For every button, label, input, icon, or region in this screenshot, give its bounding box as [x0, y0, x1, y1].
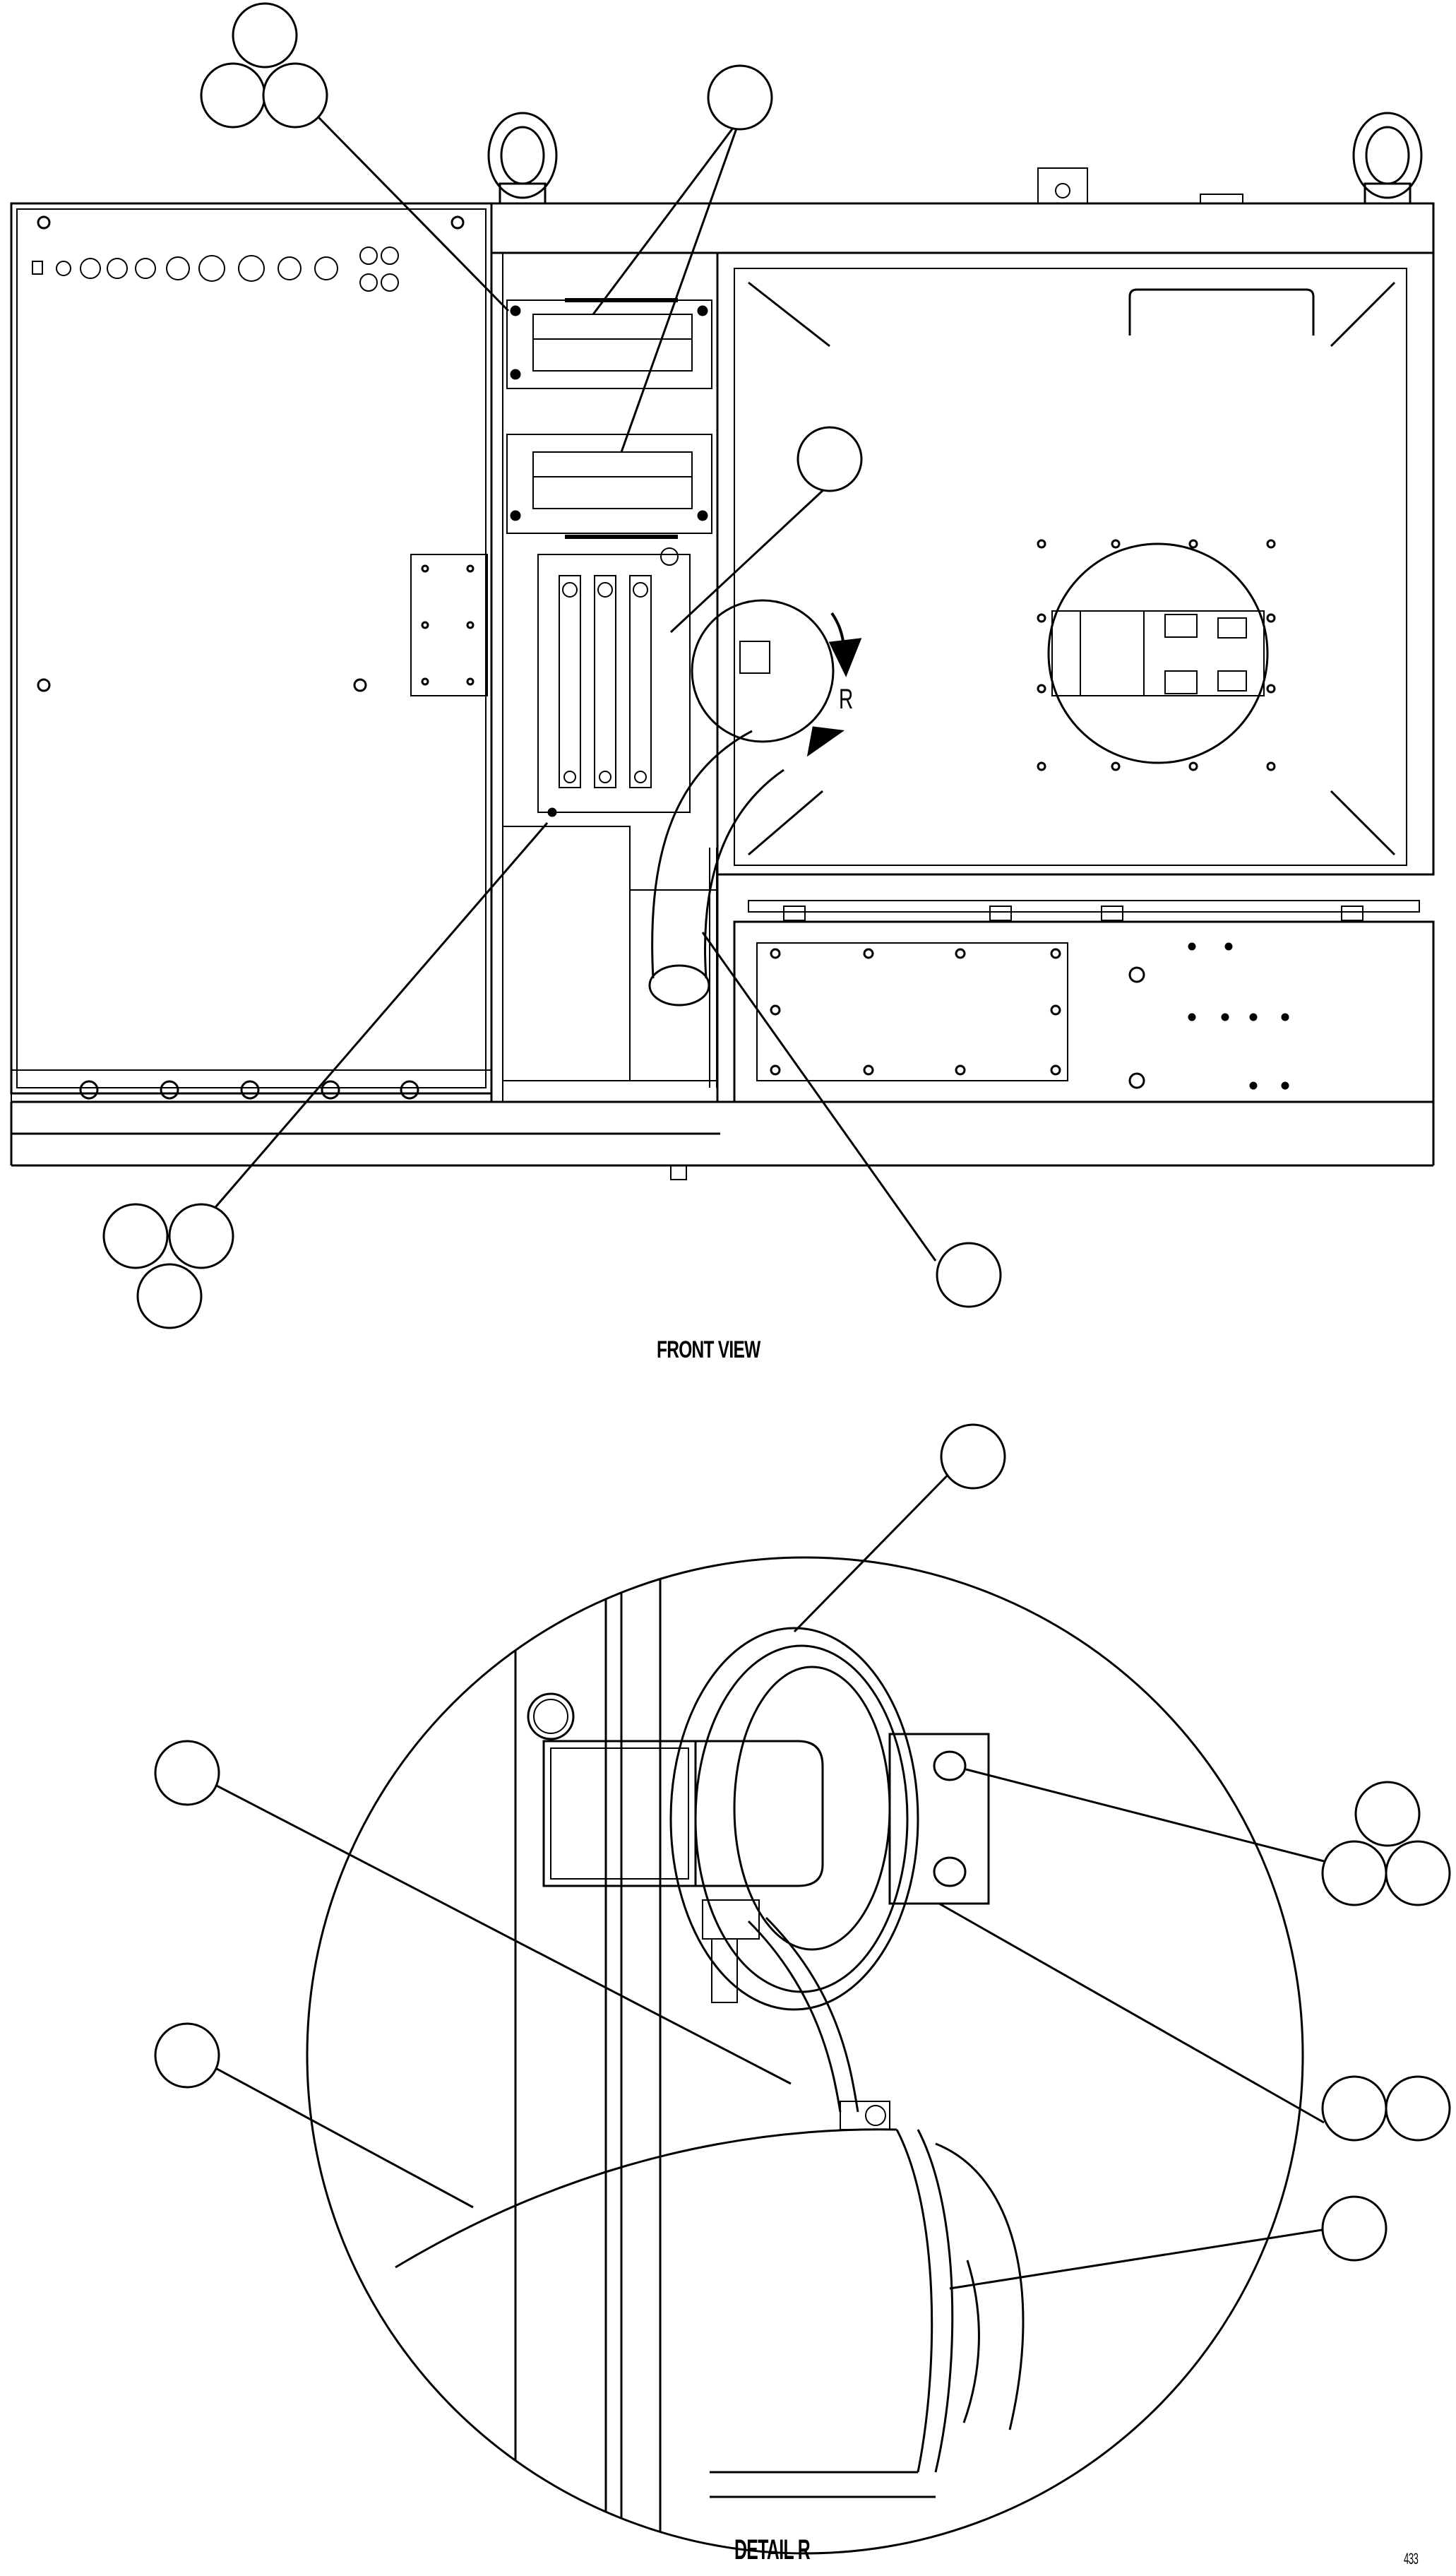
- base-frame: [10, 1100, 1435, 1180]
- callout-balloon: [232, 2, 298, 69]
- detail-leader-lines: [191, 1457, 1332, 2290]
- callout-balloon: [1385, 1840, 1451, 1906]
- front-view: [10, 2, 1435, 1329]
- callout-balloon: [707, 64, 773, 131]
- callout-balloon: [1321, 2195, 1388, 2262]
- callout-balloon: [200, 62, 266, 129]
- detail-callout-letter: R: [839, 684, 853, 715]
- callout-balloon: [1321, 2075, 1388, 2142]
- callout-balloon: [1321, 1840, 1388, 1906]
- front-view-caption: FRONT VIEW: [657, 1336, 760, 1363]
- callout-balloon: [796, 426, 863, 492]
- callout-balloon: [262, 62, 328, 129]
- top-cover: [490, 167, 1435, 254]
- center-compartment: [490, 251, 719, 1103]
- callout-balloon: [1385, 2075, 1451, 2142]
- detail-callout-balloons: [154, 1423, 1451, 2262]
- indicator-lamps: [32, 247, 399, 292]
- callout-balloons: [102, 2, 1002, 1329]
- callout-balloon: [154, 1740, 220, 1806]
- filter-cabinet: [716, 251, 1435, 1103]
- lifting-eye: [487, 112, 558, 205]
- callout-balloon: [1354, 1781, 1421, 1847]
- lifting-eye: [1352, 112, 1423, 205]
- detail-r-callout: [691, 599, 862, 757]
- leader-lines: [210, 115, 937, 1262]
- callout-balloon: [940, 1423, 1006, 1490]
- callout-balloon: [136, 1263, 203, 1329]
- callout-balloon: [936, 1242, 1002, 1308]
- sheet-number: 433: [1404, 2550, 1419, 2568]
- callout-balloon: [154, 2022, 220, 2089]
- control-cabinet: [10, 202, 493, 1103]
- callout-balloon: [102, 1203, 169, 1269]
- duct-hose: [648, 730, 784, 1088]
- detail-r-view: [154, 1423, 1451, 2555]
- callout-balloon: [168, 1203, 234, 1269]
- detail-r-caption: DETAIL R: [734, 2534, 811, 2565]
